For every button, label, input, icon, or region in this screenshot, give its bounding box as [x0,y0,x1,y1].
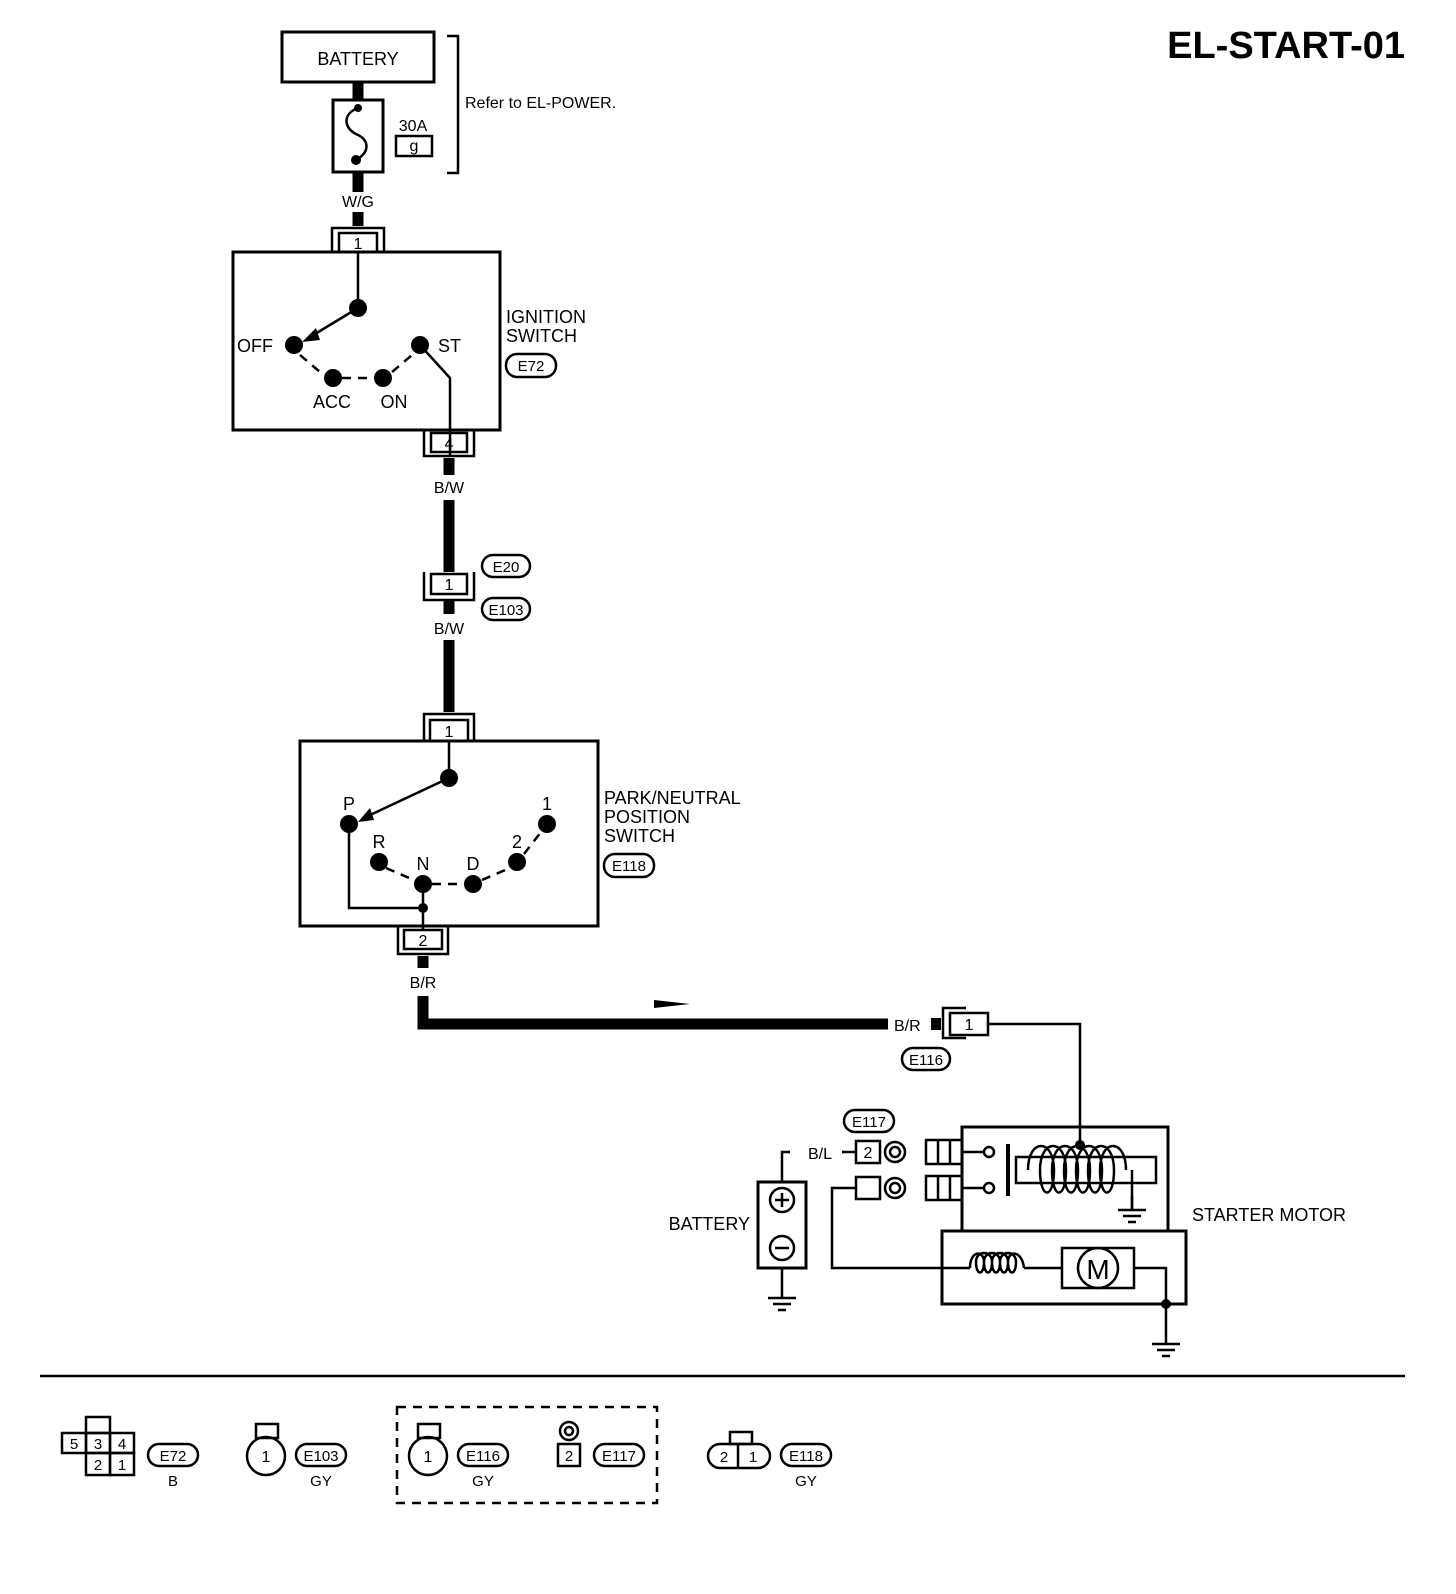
ignition-pin-1: 1 [354,236,363,253]
e116-code: E116 [909,1052,943,1069]
fuse-30a: 30A g [331,98,434,174]
e117-legend-code: E117 [602,1448,636,1465]
joint-connector-e20-e103: 1 E20 E103 [422,553,532,622]
pnp-contact-d [464,875,482,893]
wire-color-bl: B/L [808,1146,832,1163]
pnp-label-n: N [417,854,430,874]
e117-pin: 2 [864,1145,873,1162]
battery-top-label: BATTERY [317,49,398,69]
e72-pin-3: 3 [94,1436,102,1453]
connector-code-e20: E20 [493,559,520,576]
fuse-id: g [410,138,419,155]
pnp-label-2: 2 [512,832,522,852]
e103-legend-code: E103 [303,1448,338,1465]
connector-e116: 1 E116 [900,1006,990,1072]
pnp-contact-1 [538,815,556,833]
ignition-connector-code: E72 [518,358,545,375]
connector-code-e103: E103 [488,602,523,619]
e116-legend-color: GY [472,1473,494,1490]
e116-legend-code: E116 [466,1448,500,1465]
connector-e117: E117 2 [842,1108,907,1201]
ignition-label-st: ST [438,336,461,356]
e118-legend-pin-1: 1 [749,1449,757,1466]
pnp-contact-2 [508,853,526,871]
battery-bottom-label: BATTERY [669,1214,750,1234]
pnp-contact-r [370,853,388,871]
e117-code: E117 [852,1114,886,1131]
legend-e116-e117-group [395,1405,659,1505]
e72-legend-color: B [168,1473,178,1490]
ignition-label-acc: ACC [313,392,351,412]
pnp-pin-2: 2 [419,933,428,950]
e103-legend-pin: 1 [262,1449,271,1466]
legend-e118: 2 1 E118 GY [706,1430,833,1490]
ignition-contact-off [285,336,303,354]
ignition-contact-acc [324,369,342,387]
joint-pin: 1 [445,577,454,594]
refer-note: Refer to EL-POWER. [465,95,616,112]
e72-pin-5: 5 [70,1436,78,1453]
e116-legend-pin: 1 [424,1449,433,1466]
e118-legend-pin-2: 2 [720,1449,728,1466]
starter-motor-label: STARTER MOTOR [1192,1205,1346,1225]
e117-legend-pin: 2 [565,1448,573,1465]
pnp-label-r: R [373,832,386,852]
legend-e116: 1 E116 GY [407,1422,510,1490]
refer-bracket [447,34,460,175]
pnp-label-d: D [467,854,480,874]
ignition-contact-on [374,369,392,387]
pnp-name-2: POSITION [604,807,690,827]
pnp-label-1: 1 [542,794,552,814]
wire-color-wg: W/G [342,194,374,211]
motor-armature-icon [1076,1246,1120,1290]
e72-pin-2: 2 [94,1457,102,1474]
e72-pin-1: 1 [118,1457,126,1474]
e72-legend-code: E72 [160,1448,187,1465]
ignition-switch-name-2: SWITCH [506,326,577,346]
fuse-rating: 30A [399,118,428,135]
legend-e117: 2 E117 [556,1420,646,1468]
ignition-label-on: ON [381,392,408,412]
legend-e103: 1 E103 GY [245,1422,348,1490]
wire-color-br-1: B/R [410,975,437,992]
ignition-switch: 1 OFF ACC ON ST 4 IGNITION SWITCH E72 [231,226,586,458]
starter-motor: M STARTER MOTOR [924,1125,1346,1358]
wire-color-br-2: B/R [894,1018,921,1035]
ignition-switch-name-1: IGNITION [506,307,586,327]
battery-top: BATTERY [280,30,436,84]
pnp-name-3: SWITCH [604,826,675,846]
e103-legend-color: GY [310,1473,332,1490]
pnp-label-p: P [343,794,355,814]
ignition-pin-4: 4 [445,436,454,453]
wire-color-bw-2: B/W [434,621,465,638]
ignition-label-off: OFF [237,336,273,356]
legend-e72: 5 3 4 2 1 E72 B [60,1415,200,1490]
pnp-connector-code: E118 [612,858,646,875]
e118-legend-code: E118 [789,1448,823,1465]
wire-color-bw-1: B/W [434,480,465,497]
pnp-name-1: PARK/NEUTRAL [604,788,741,808]
park-neutral-position-switch: 1 P R N D 2 1 2 PARK/NEUTRAL POSITION SW… [298,712,741,956]
diagram-title: EL-START-01 [1167,25,1405,67]
e116-pin: 1 [965,1017,974,1034]
e72-pin-4: 4 [118,1436,126,1453]
signal-direction-arrow [654,1000,690,1008]
motor-symbol: M [1086,1254,1109,1285]
e118-legend-color: GY [795,1473,817,1490]
pnp-pin-1: 1 [445,724,454,741]
battery-bottom: BATTERY [669,1180,808,1312]
